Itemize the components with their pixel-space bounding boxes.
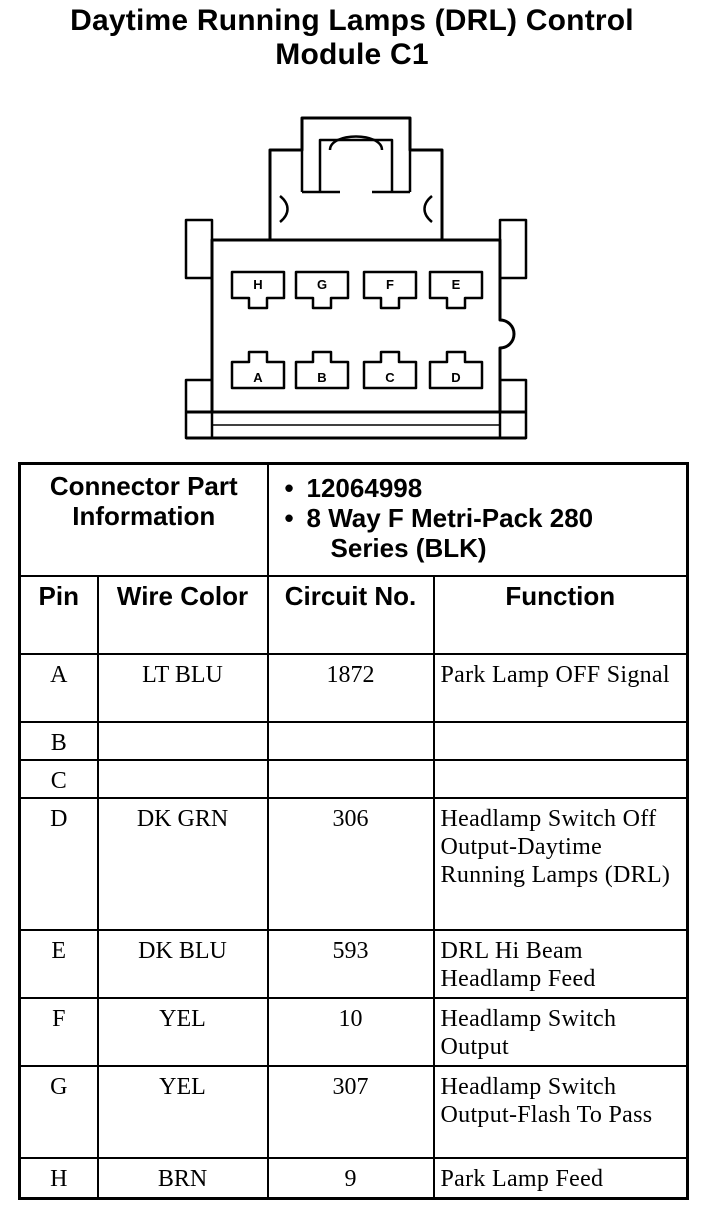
part-number: 12064998 xyxy=(306,473,423,503)
circuit-cell: 306 xyxy=(266,797,435,931)
pin-cavity-label: F xyxy=(386,277,394,292)
function-cell: Park Lamp Feed xyxy=(432,1157,689,1199)
circuit-cell: 593 xyxy=(266,929,435,999)
circuit-cell xyxy=(266,759,435,799)
part-description-line-2: Series (BLK) xyxy=(330,533,487,563)
column-header-circuit-no: Circuit No. xyxy=(266,575,435,655)
pin-cavity xyxy=(428,270,484,310)
pin-cavity xyxy=(294,270,350,310)
part-description-line: •8 Way F Metri-Pack 280 xyxy=(284,503,594,533)
function-cell: Headlamp Switch Output xyxy=(432,997,689,1067)
wire-color-cell: DK GRN xyxy=(96,797,269,931)
page-title: Daytime Running Lamps (DRL) Control Modu… xyxy=(0,4,704,72)
wire-color-cell xyxy=(96,759,269,799)
pin-cell: B xyxy=(18,721,99,761)
pin-cavity-label: B xyxy=(317,370,326,385)
connector-info-table: Connector Part Information •12064998 •8 … xyxy=(18,462,690,1200)
connector-left-tab-bottom xyxy=(184,378,214,440)
pin-cell: C xyxy=(18,759,99,799)
column-header-function: Function xyxy=(432,575,689,655)
pin-cavity-label: D xyxy=(451,370,460,385)
wire-color-cell: DK BLU xyxy=(96,929,269,999)
column-header-wire-color: Wire Color xyxy=(96,575,269,655)
circuit-cell: 307 xyxy=(266,1065,435,1159)
connector-body xyxy=(210,238,516,414)
pin-cavity-label: H xyxy=(253,277,262,292)
pin-cell: D xyxy=(18,797,99,931)
function-cell: DRL Hi Beam Headlamp Feed xyxy=(432,929,689,999)
pin-cavity-label: A xyxy=(253,370,263,385)
wire-color-cell: YEL xyxy=(96,1065,269,1159)
part-description-1: 8 Way F Metri-Pack 280 xyxy=(306,503,594,533)
circuit-cell xyxy=(266,721,435,761)
title-line-2: Module C1 xyxy=(275,38,429,71)
connector-part-info-label: Connector Part Information xyxy=(18,462,269,577)
wire-color-cell: LT BLU xyxy=(96,653,269,723)
pin-cell: A xyxy=(18,653,99,723)
table-row: B xyxy=(18,721,689,761)
function-cell xyxy=(432,759,689,799)
pin-cavity-label: E xyxy=(452,277,461,292)
function-cell: Headlamp Switch Output-Flash To Pass xyxy=(432,1065,689,1159)
pin-cell: F xyxy=(18,997,99,1067)
wire-color-cell: BRN xyxy=(96,1157,269,1199)
connector-diagram: H G F E A B C D xyxy=(184,116,528,440)
pin-cavity xyxy=(230,350,286,390)
pin-cavity xyxy=(230,270,286,310)
column-header-row: Pin Wire Color Circuit No. Function xyxy=(18,575,689,655)
pin-cell: G xyxy=(18,1065,99,1159)
function-cell xyxy=(432,721,689,761)
pin-cavity xyxy=(428,350,484,390)
table-row: C xyxy=(18,759,689,799)
pin-cavity xyxy=(362,350,418,390)
column-header-pin: Pin xyxy=(18,575,99,655)
pin-cell: E xyxy=(18,929,99,999)
pin-cavity-label: G xyxy=(317,277,327,292)
connector-latch xyxy=(268,116,444,240)
connector-latch-inner xyxy=(300,138,412,194)
connector-right-tab-bottom xyxy=(498,378,528,440)
function-cell: Headlamp Switch Off Output-Daytime Runni… xyxy=(432,797,689,931)
title-line-1: Daytime Running Lamps (DRL) Control xyxy=(70,4,634,37)
wire-color-cell: YEL xyxy=(96,997,269,1067)
pin-cell: H xyxy=(18,1157,99,1199)
pin-cavity xyxy=(362,270,418,310)
pin-cavity xyxy=(294,350,350,390)
function-cell: Park Lamp OFF Signal xyxy=(432,653,689,723)
connector-right-tab-top xyxy=(498,218,528,280)
pin-cavity-label: C xyxy=(385,370,395,385)
circuit-cell: 1872 xyxy=(266,653,435,723)
connector-info-row: Connector Part Information •12064998 •8 … xyxy=(18,462,689,577)
circuit-cell: 9 xyxy=(266,1157,435,1199)
circuit-cell: 10 xyxy=(266,997,435,1067)
connector-left-tab-top xyxy=(184,218,214,280)
connector-part-info-values: •12064998 •8 Way F Metri-Pack 280 Series… xyxy=(266,462,689,577)
wire-color-cell xyxy=(96,721,269,761)
part-number-line: •12064998 xyxy=(284,473,423,503)
